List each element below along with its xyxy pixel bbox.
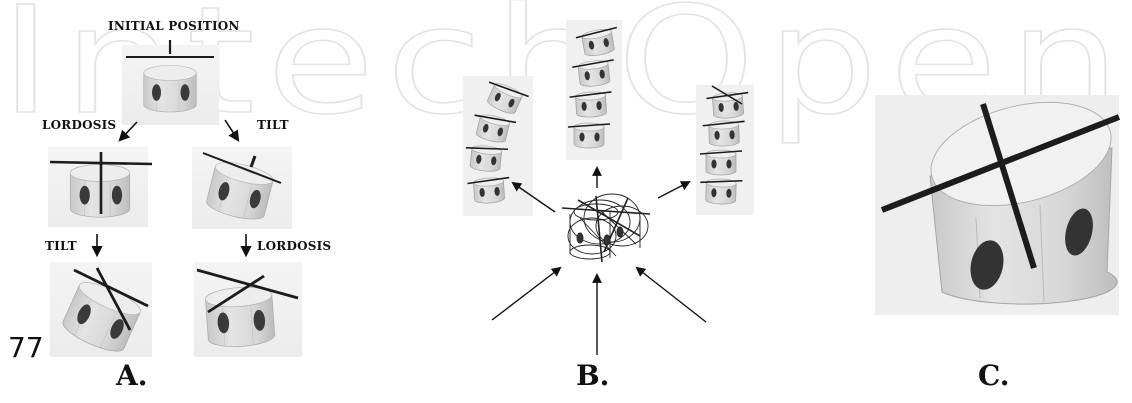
column-left <box>462 76 533 216</box>
label-tilt-1: TILT <box>257 118 289 132</box>
cylinder-initial <box>122 40 219 125</box>
column-right <box>696 85 754 215</box>
page-number: 77 <box>8 331 44 364</box>
panel-letter-a: A. <box>116 359 148 392</box>
label-initial-position: INITIAL POSITION <box>108 19 240 33</box>
cylinder-tilt <box>192 147 292 229</box>
arrow-tilt-1 <box>224 119 240 142</box>
panel-c <box>875 95 1121 315</box>
wireframe-cluster <box>561 193 651 263</box>
panel-letter-b: B. <box>576 359 610 392</box>
panel-a <box>48 40 302 358</box>
label-tilt-2: TILT <box>45 239 77 253</box>
cylinder-lordosis <box>48 147 153 227</box>
label-lordosis-1: LORDOSIS <box>42 118 117 132</box>
spot-right <box>1065 208 1093 256</box>
column-middle <box>566 20 622 160</box>
spot-left <box>970 240 1004 290</box>
rod-vertical <box>980 103 1037 269</box>
panel-letter-c: C. <box>978 359 1010 392</box>
arrow-to-right-column <box>657 181 691 199</box>
cylinder-tilt-after-lordosis <box>50 262 152 358</box>
arrow-to-left-column <box>511 181 556 213</box>
arrow-in-right <box>635 266 707 323</box>
panel-b <box>462 20 754 355</box>
cylinder-lordosis-after-tilt <box>194 262 302 357</box>
label-lordosis-2: LORDOSIS <box>257 239 332 253</box>
arrow-lordosis-1 <box>118 121 138 142</box>
arrow-in-left <box>491 266 562 321</box>
